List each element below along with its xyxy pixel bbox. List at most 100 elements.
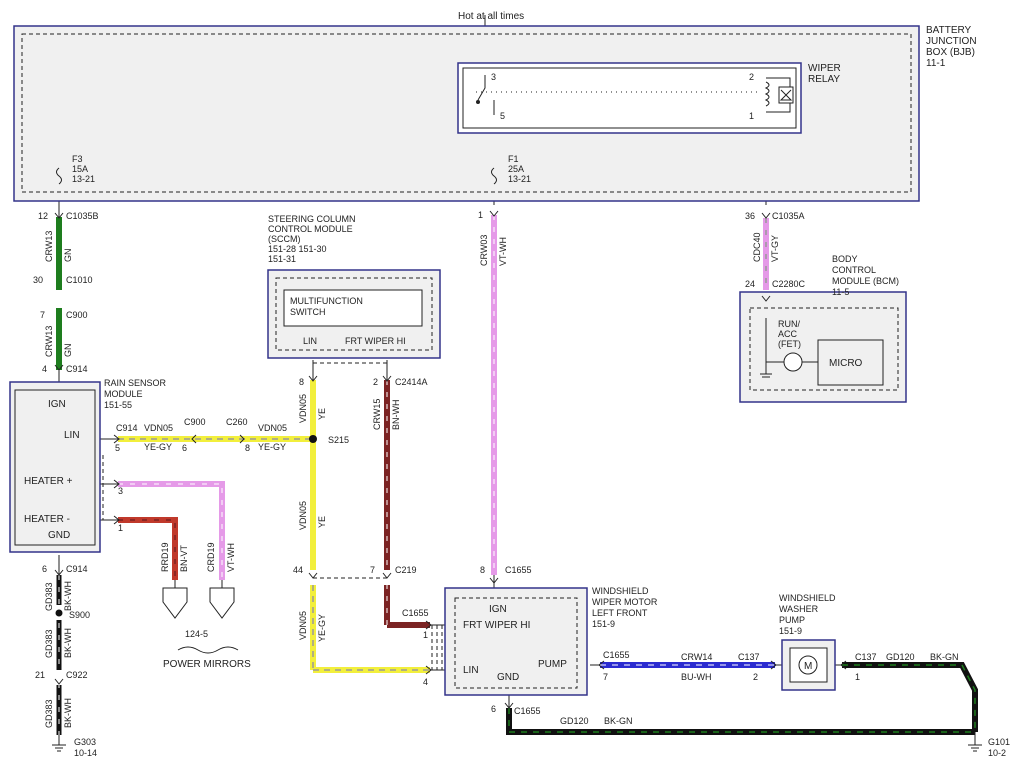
wire-gd120 (506, 662, 978, 735)
wire-crd19 (118, 481, 225, 580)
wire-yegy-c: YE-GY (317, 614, 327, 642)
dashed-links (102, 362, 443, 670)
wire-bnwh: BN-WH (391, 400, 401, 431)
wire-gd383-a: GD383 (44, 582, 54, 611)
pin-21: 21 (35, 670, 45, 680)
conn-c914-b: C914 (116, 423, 138, 433)
relay-pin-3: 3 (491, 72, 496, 82)
sccm-label-5: 151-31 (268, 254, 296, 264)
bcm-module (739, 291, 907, 403)
mirrors-label: POWER MIRRORS (163, 659, 251, 670)
wire-rrd19 (118, 517, 178, 580)
sccm-label-2: CONTROL MODULE (268, 224, 353, 234)
conn-c137-b: C137 (855, 652, 877, 662)
wire-crw13-b: CRW13 (44, 326, 54, 357)
conn-c260: C260 (226, 417, 248, 427)
washer-pump: M (781, 639, 836, 691)
bcm-label-2: CONTROL (832, 265, 876, 275)
fuse-f3-name: F3 (72, 154, 83, 164)
sccm-pin-frt-wiper-hi: FRT WIPER HI (345, 336, 406, 346)
wire-vtwh-mirror: VT-WH (226, 543, 236, 572)
wire-vdn05-a: VDN05 (144, 423, 173, 433)
wire-crw15 (384, 380, 430, 628)
ground-g303-label: G303 (74, 737, 96, 747)
micro-label: MICRO (829, 358, 863, 369)
conn-c914-c: C914 (66, 564, 88, 574)
runacc-label-2: ACC (778, 329, 798, 339)
wire-yegy-a: YE-GY (144, 442, 172, 452)
wire-gn-b: GN (63, 344, 73, 358)
splice-s900 (55, 609, 63, 617)
mfs-label-1: MULTIFUNCTION (290, 296, 363, 306)
wire-cdc40: CDC40 (752, 232, 762, 262)
wire-crw15: CRW15 (372, 399, 382, 430)
wire-bkgn-b: BK-GN (604, 716, 633, 726)
sccm-label-4: 151-28 151-30 (268, 244, 327, 254)
conn-c2414a: C2414A (395, 377, 428, 387)
rain-label-3: 151-55 (104, 400, 132, 410)
wire-crw14: CRW14 (681, 652, 712, 662)
ground-g303-ref: 10-14 (74, 748, 97, 758)
conn-c914-a: C914 (66, 364, 88, 374)
ground-g303-icon (52, 744, 66, 752)
motor-pin-ign: IGN (489, 604, 507, 615)
motor-label-3: LEFT FRONT (592, 608, 648, 618)
conn-c1010: C1010 (66, 275, 93, 285)
wire-bkwh-b: BK-WH (63, 628, 73, 658)
fuse-f1 (491, 167, 497, 185)
wire-gd120-a: GD120 (886, 652, 915, 662)
pin-7-pump: 7 (603, 672, 608, 682)
pin-8-motor: 8 (480, 565, 485, 575)
conn-c219: C219 (395, 565, 417, 575)
wire-gd383-b: GD383 (44, 629, 54, 658)
fuse-f3-ref: 13-21 (72, 174, 95, 184)
fuse-f1-ref: 13-21 (508, 174, 531, 184)
rain-label-2: MODULE (104, 389, 143, 399)
fuse-f3 (56, 167, 62, 185)
wire-rrd19: RRD19 (160, 542, 170, 572)
wire-vtgy: VT-GY (770, 235, 780, 262)
pin-1-washer: 1 (855, 672, 860, 682)
wire-buwh: BU-WH (681, 672, 712, 682)
conn-c922: C922 (66, 670, 88, 680)
pin-4: 4 (42, 364, 47, 374)
mfs-label-2: SWITCH (290, 307, 326, 317)
bcm-label-3: MODULE (BCM) (832, 276, 899, 286)
wire-ye-b: YE (317, 516, 327, 528)
wire-bkwh-c: BK-WH (63, 698, 73, 728)
rain-pin-lin: LIN (64, 430, 80, 441)
wire-bkwh-a: BK-WH (63, 581, 73, 611)
relay-label-1: WIPER (808, 63, 841, 74)
wire-yegy-b: YE-GY (258, 442, 286, 452)
conn-c900-b: C900 (184, 417, 206, 427)
ground-g101-ref: 10-2 (988, 748, 1006, 758)
ground-g101-label: G101 (988, 737, 1010, 747)
pin-24: 24 (745, 279, 755, 289)
ground-g101-icon (968, 744, 982, 752)
pin-4-motor: 4 (423, 677, 428, 687)
conn-c1035b: C1035B (66, 211, 99, 221)
pin-7-c219: 7 (370, 565, 375, 575)
splice-s215 (309, 435, 317, 443)
rain-pin-heater-minus: HEATER - (24, 514, 70, 525)
pin-2-pump: 2 (753, 672, 758, 682)
mirror-connectors (162, 580, 239, 654)
wire-crw03: CRW03 (479, 235, 489, 266)
wiper-motor-module (444, 587, 588, 696)
wire-bkgn-a: BK-GN (930, 652, 959, 662)
runacc-label-1: RUN/ (778, 319, 800, 329)
wire-gd120-b: GD120 (560, 716, 589, 726)
wire-vtwh: VT-WH (498, 237, 508, 266)
fuse-f1-rating: 25A (508, 164, 524, 174)
wire-gn-a: GN (63, 249, 73, 263)
splice-s900-label: S900 (69, 610, 90, 620)
conn-c1655-d: C1655 (514, 706, 541, 716)
wire-bnvt: BN-VT (179, 544, 189, 572)
svg-text:M: M (804, 661, 812, 672)
pin-6: 6 (182, 443, 187, 453)
pin-1: 1 (118, 523, 123, 533)
bcm-label-4: 11-5 (832, 287, 849, 297)
relay-pin-2: 2 (749, 72, 754, 82)
wiper-relay (457, 62, 802, 134)
